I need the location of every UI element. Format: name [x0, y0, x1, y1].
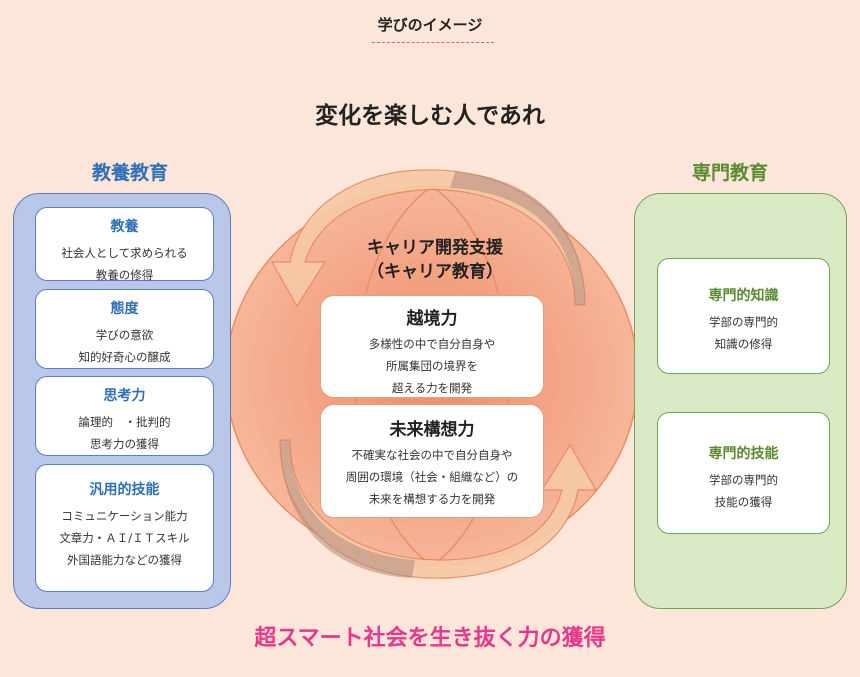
liberal-card-culture: 教養 社会人として求められる 教養の修得 [35, 207, 214, 282]
liberal-education-title: 教養教育 [91, 162, 168, 184]
card-title: 越境力 [406, 309, 458, 329]
card-line: 文章力・ＡＩ/ＩＴスキル [59, 531, 190, 545]
card-line: 超える力を開発 [391, 381, 473, 395]
specialty-education-title: 専門教育 [691, 162, 768, 184]
liberal-education-panel: 教養 社会人として求められる 教養の修得 態度 学びの意欲 知的好奇心の醸成 思… [13, 193, 231, 609]
boundary-crossing-card: 越境力 多様性の中で自分自身や 所属集団の境界を 超える力を開発 [320, 295, 544, 398]
card-title: 未来構想力 [389, 420, 475, 440]
specialty-card-skills: 専門的技能 学部の専門的 技能の獲得 [657, 412, 830, 534]
specialty-education-panel: 専門的知識 学部の専門的 知識の修得 専門的技能 学部の専門的 技能の獲得 [634, 193, 847, 609]
card-line: 未来を構想する力を開発 [368, 492, 496, 506]
card-line: 思考力の獲得 [90, 437, 159, 451]
specialty-card-knowledge: 専門的知識 学部の専門的 知識の修得 [657, 258, 830, 374]
card-line: 学部の専門的 [709, 473, 778, 487]
card-line: 社会人として求められる [61, 246, 188, 260]
heading-underline [372, 42, 494, 43]
career-support-title-line2: （キャリア教育） [367, 262, 503, 282]
liberal-card-thinking: 思考力 論理的 ・批判的 思考力の獲得 [35, 376, 214, 456]
card-line: 周囲の環境（社会・組織など）の [345, 470, 519, 484]
card-line: 多様性の中で自分自身や [368, 337, 496, 351]
card-line: コミュニケーション能力 [61, 509, 188, 523]
card-title: 専門的知識 [708, 288, 779, 304]
liberal-card-attitude: 態度 学びの意欲 知的好奇心の醸成 [35, 289, 214, 369]
career-support-title-line1: キャリア開発支援 [367, 238, 503, 258]
card-line: 学びの意欲 [95, 328, 154, 342]
liberal-card-general-skills: 汎用的技能 コミュニケーション能力 文章力・ＡＩ/ＩＴスキル 外国語能力などの獲… [35, 464, 214, 592]
card-line: 技能の獲得 [714, 495, 773, 509]
page-heading: 学びのイメージ [377, 16, 483, 34]
card-line: 不確実な社会の中で自分自身や [351, 448, 513, 462]
card-line: 外国語能力などの獲得 [67, 553, 182, 567]
card-line: 知識の修得 [714, 337, 773, 351]
card-line: 学部の専門的 [709, 315, 778, 329]
card-title: 態度 [110, 301, 139, 317]
card-line: 論理的 ・批判的 [78, 415, 171, 429]
card-title: 教養 [110, 219, 139, 235]
card-line: 教養の修得 [95, 268, 154, 282]
card-title: 思考力 [103, 388, 146, 404]
card-title: 汎用的技能 [89, 482, 160, 498]
card-line: 知的好奇心の醸成 [78, 350, 171, 364]
career-support-title: キャリア開発支援 （キャリア教育） [320, 236, 550, 284]
footer-title: 超スマート社会を生き抜く力の獲得 [254, 626, 606, 651]
main-title: 変化を楽しむ人であれ [315, 103, 545, 129]
future-vision-card: 未来構想力 不確実な社会の中で自分自身や 周囲の環境（社会・組織など）の 未来を… [320, 404, 544, 518]
card-line: 所属集団の境界を [386, 359, 478, 373]
card-title: 専門的技能 [708, 446, 779, 462]
